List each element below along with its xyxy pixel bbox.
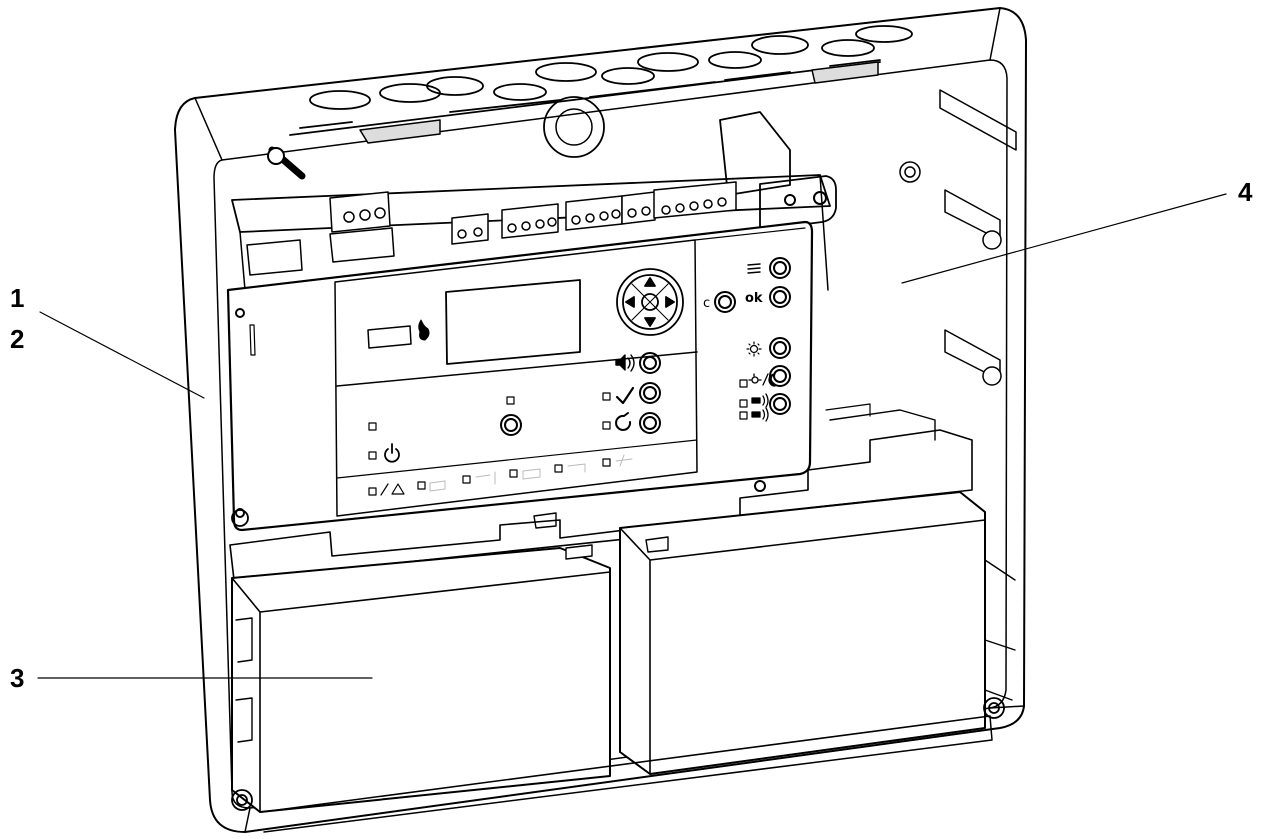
callout-1: 1 <box>10 283 25 313</box>
rail-edges <box>239 174 829 291</box>
navigation-pad-icon <box>616 268 684 336</box>
day-night-icon <box>748 373 776 387</box>
corner-screws <box>231 509 1005 811</box>
ground-screw <box>267 146 306 180</box>
mounting-boss <box>543 96 605 158</box>
top-clip-right <box>811 61 879 84</box>
board-tab <box>759 175 837 231</box>
terminal-rail <box>231 174 831 233</box>
mounting-boss-hole <box>555 108 593 146</box>
panel-divider-2 <box>336 439 698 479</box>
relay-block <box>246 239 303 276</box>
fault-icon <box>380 483 405 496</box>
callout-4: 4 <box>1238 177 1253 207</box>
fire-counter-display <box>367 325 412 349</box>
battery-right <box>619 491 1016 775</box>
fault-bar-icons <box>429 454 633 492</box>
mute-icon <box>615 354 635 372</box>
panel-divider <box>336 351 698 387</box>
tray-clip <box>825 403 871 417</box>
panel-slot <box>249 324 256 356</box>
power-icon <box>384 443 400 463</box>
panel-screw-bottom-left <box>235 508 245 518</box>
main-lcd <box>445 279 581 365</box>
siren-icon <box>751 393 769 422</box>
power-connector <box>329 191 395 263</box>
top-clip-left <box>359 119 441 144</box>
right-mounting-tabs <box>899 89 1017 386</box>
display-module-outline <box>334 239 698 517</box>
board-tab-screw-2 <box>784 194 796 206</box>
terminal-blocks <box>451 181 737 245</box>
menu-icon <box>747 263 761 274</box>
check-icon <box>615 386 635 405</box>
callout-3: 3 <box>10 663 25 693</box>
c-button-label: c <box>703 296 710 311</box>
board-tab-screw <box>813 191 827 205</box>
status-leds <box>368 379 748 496</box>
ok-button-label: ok <box>745 291 763 306</box>
light-icon <box>746 341 762 357</box>
tray-flap <box>829 409 936 441</box>
fire-icon <box>418 319 430 341</box>
enclosure-top-rim <box>194 7 1025 833</box>
leader-line-1-2 <box>39 311 205 399</box>
callout-2: 2 <box>10 324 25 354</box>
right-column-top <box>694 227 806 241</box>
battery-left <box>231 512 611 813</box>
panel-buttons <box>500 257 791 436</box>
panel-screw-top-left <box>235 308 245 318</box>
leader-line-4 <box>901 193 1227 284</box>
panel-screw-bottom-right <box>754 480 766 492</box>
reset-icon <box>615 412 632 431</box>
enclosure-bottom-rail <box>261 715 993 833</box>
